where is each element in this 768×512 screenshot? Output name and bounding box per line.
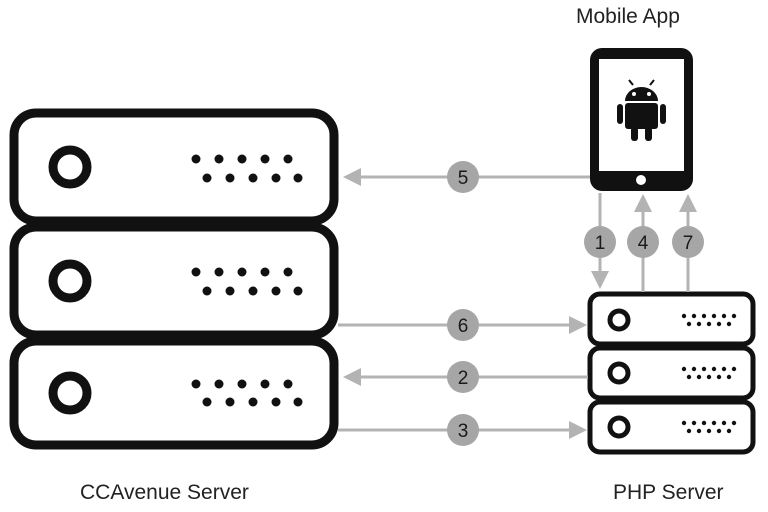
php-server-unit-bottom (587, 399, 756, 455)
step-number: 4 (638, 233, 649, 254)
mobile-app-label: Mobile App (576, 5, 680, 28)
step-badge-4: 4 (627, 226, 659, 258)
php-server-unit-top (587, 291, 756, 347)
php-server-unit-middle (587, 345, 756, 401)
step-badge-1: 1 (584, 226, 616, 258)
php-server-icon (587, 291, 756, 455)
ccavenue-server-icon (9, 108, 339, 450)
step-badge-7: 7 (672, 226, 704, 258)
php-server-label: PHP Server (613, 481, 724, 504)
ccavenue-server-label: CCAvenue Server (80, 481, 249, 504)
step-badge-3: 3 (447, 414, 479, 446)
step-number: 3 (458, 421, 469, 442)
ccavenue-server-unit-top (9, 108, 339, 226)
step-number: 1 (595, 233, 606, 254)
step-badge-2: 2 (447, 361, 479, 393)
ccavenue-server-unit-middle (9, 222, 339, 340)
step-number: 2 (458, 368, 469, 389)
step-number: 5 (458, 168, 469, 189)
step-number: 7 (683, 233, 694, 254)
step-badge-6: 6 (447, 309, 479, 341)
step-number: 6 (458, 316, 469, 337)
mobile-phone-icon (590, 48, 693, 191)
ccavenue-server-unit-bottom (9, 336, 339, 450)
step-badge-5: 5 (447, 161, 479, 193)
android-icon (617, 79, 666, 141)
